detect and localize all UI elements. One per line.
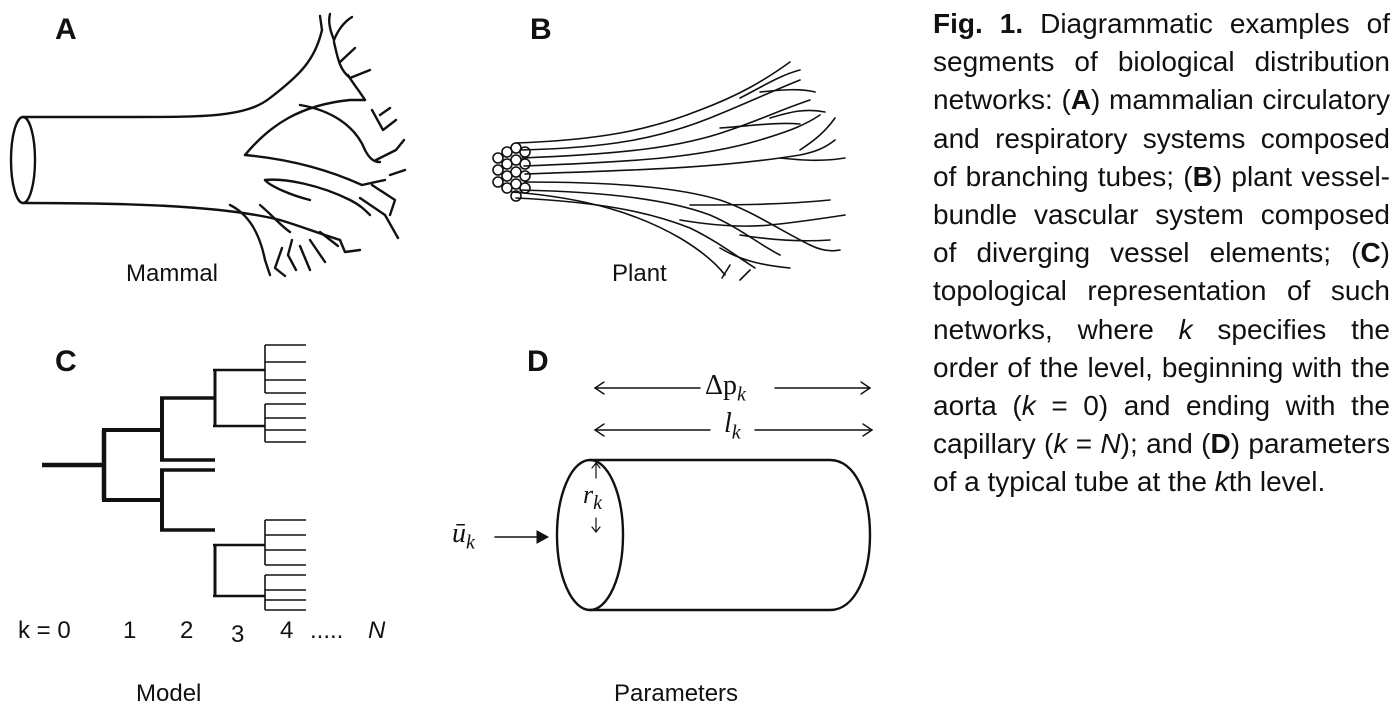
plant-vessel-bundle (492, 61, 846, 281)
velocity-label: ūk (452, 518, 475, 554)
trunk-top-edge (21, 28, 324, 119)
panel-label-plant: Plant (612, 260, 667, 287)
level-label-2: 2 (180, 617, 194, 644)
level-label-n: N (368, 617, 386, 644)
panel-letter-c: C (55, 345, 77, 378)
mammal-branching-tubes (9, 12, 407, 278)
level-label-0: k = 0 (18, 617, 71, 644)
level-labels: k = 0 1 2 3 4 ..... N (0, 617, 420, 648)
caption-prefix: Fig. 1. (933, 8, 1024, 39)
trunk-opening (9, 115, 37, 205)
upper-branch-inner (243, 98, 367, 157)
level-label-3: 3 (231, 621, 245, 648)
panel-letter-b: B (530, 13, 552, 46)
topological-tree (42, 344, 306, 611)
panel-letter-d: D (527, 345, 549, 378)
tube-body (588, 458, 872, 612)
pressure-drop-label: Δpk (705, 370, 746, 406)
panel-label-parameters: Parameters (614, 680, 739, 707)
panel-label-mammal: Mammal (126, 260, 219, 287)
tube-parameters (494, 381, 874, 612)
figure: A B C D Mammal Plant Model Parameters (0, 12, 874, 707)
panel-letter-a: A (55, 13, 77, 46)
level-label-4: 4 (280, 617, 294, 644)
radius-label: rk (583, 480, 603, 515)
length-label: lk (724, 408, 741, 444)
trunk-bottom-edge (21, 201, 342, 242)
panel-label-model: Model (136, 680, 202, 707)
figure-caption: Fig. 1. Diagrammatic examples of segment… (933, 8, 1390, 498)
diagram-drawings (9, 12, 874, 612)
level-label-1: 1 (123, 617, 137, 644)
level-label-dots: ..... (310, 617, 344, 644)
